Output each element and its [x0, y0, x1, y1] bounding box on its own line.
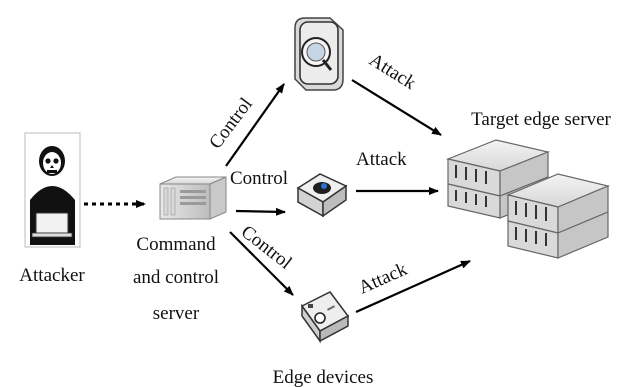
control-arrow-top — [225, 83, 285, 167]
cc-server-label-line2: and control — [133, 267, 219, 288]
cc-server-label-line1: Command — [136, 234, 216, 255]
smart-sensor-icon — [296, 173, 348, 218]
control-arrow-mid — [235, 207, 286, 216]
edge-devices-label: Edge devices — [273, 367, 374, 387]
attack-label-top: Attack — [365, 49, 420, 94]
attack-label-bottom: Attack — [355, 259, 410, 299]
attacker-label: Attacker — [19, 265, 85, 286]
control-label-top: Control — [205, 94, 257, 153]
security-camera-icon — [294, 17, 344, 91]
control-arrow-bottom — [229, 231, 294, 296]
server-tower-icon — [159, 176, 227, 220]
server-rack-icon — [445, 139, 610, 259]
cc-server-label-line3: server — [153, 303, 200, 324]
server-unit-front-right — [506, 173, 610, 259]
iot-device-icon — [300, 291, 350, 344]
target-server-label: Target edge server — [471, 109, 611, 130]
attack-arrow-top — [351, 79, 442, 136]
control-label-mid: Control — [230, 168, 288, 189]
hacker-skull-icon — [24, 132, 81, 248]
attack-arrow-bottom — [355, 259, 471, 314]
attack-label-mid: Attack — [356, 149, 407, 170]
